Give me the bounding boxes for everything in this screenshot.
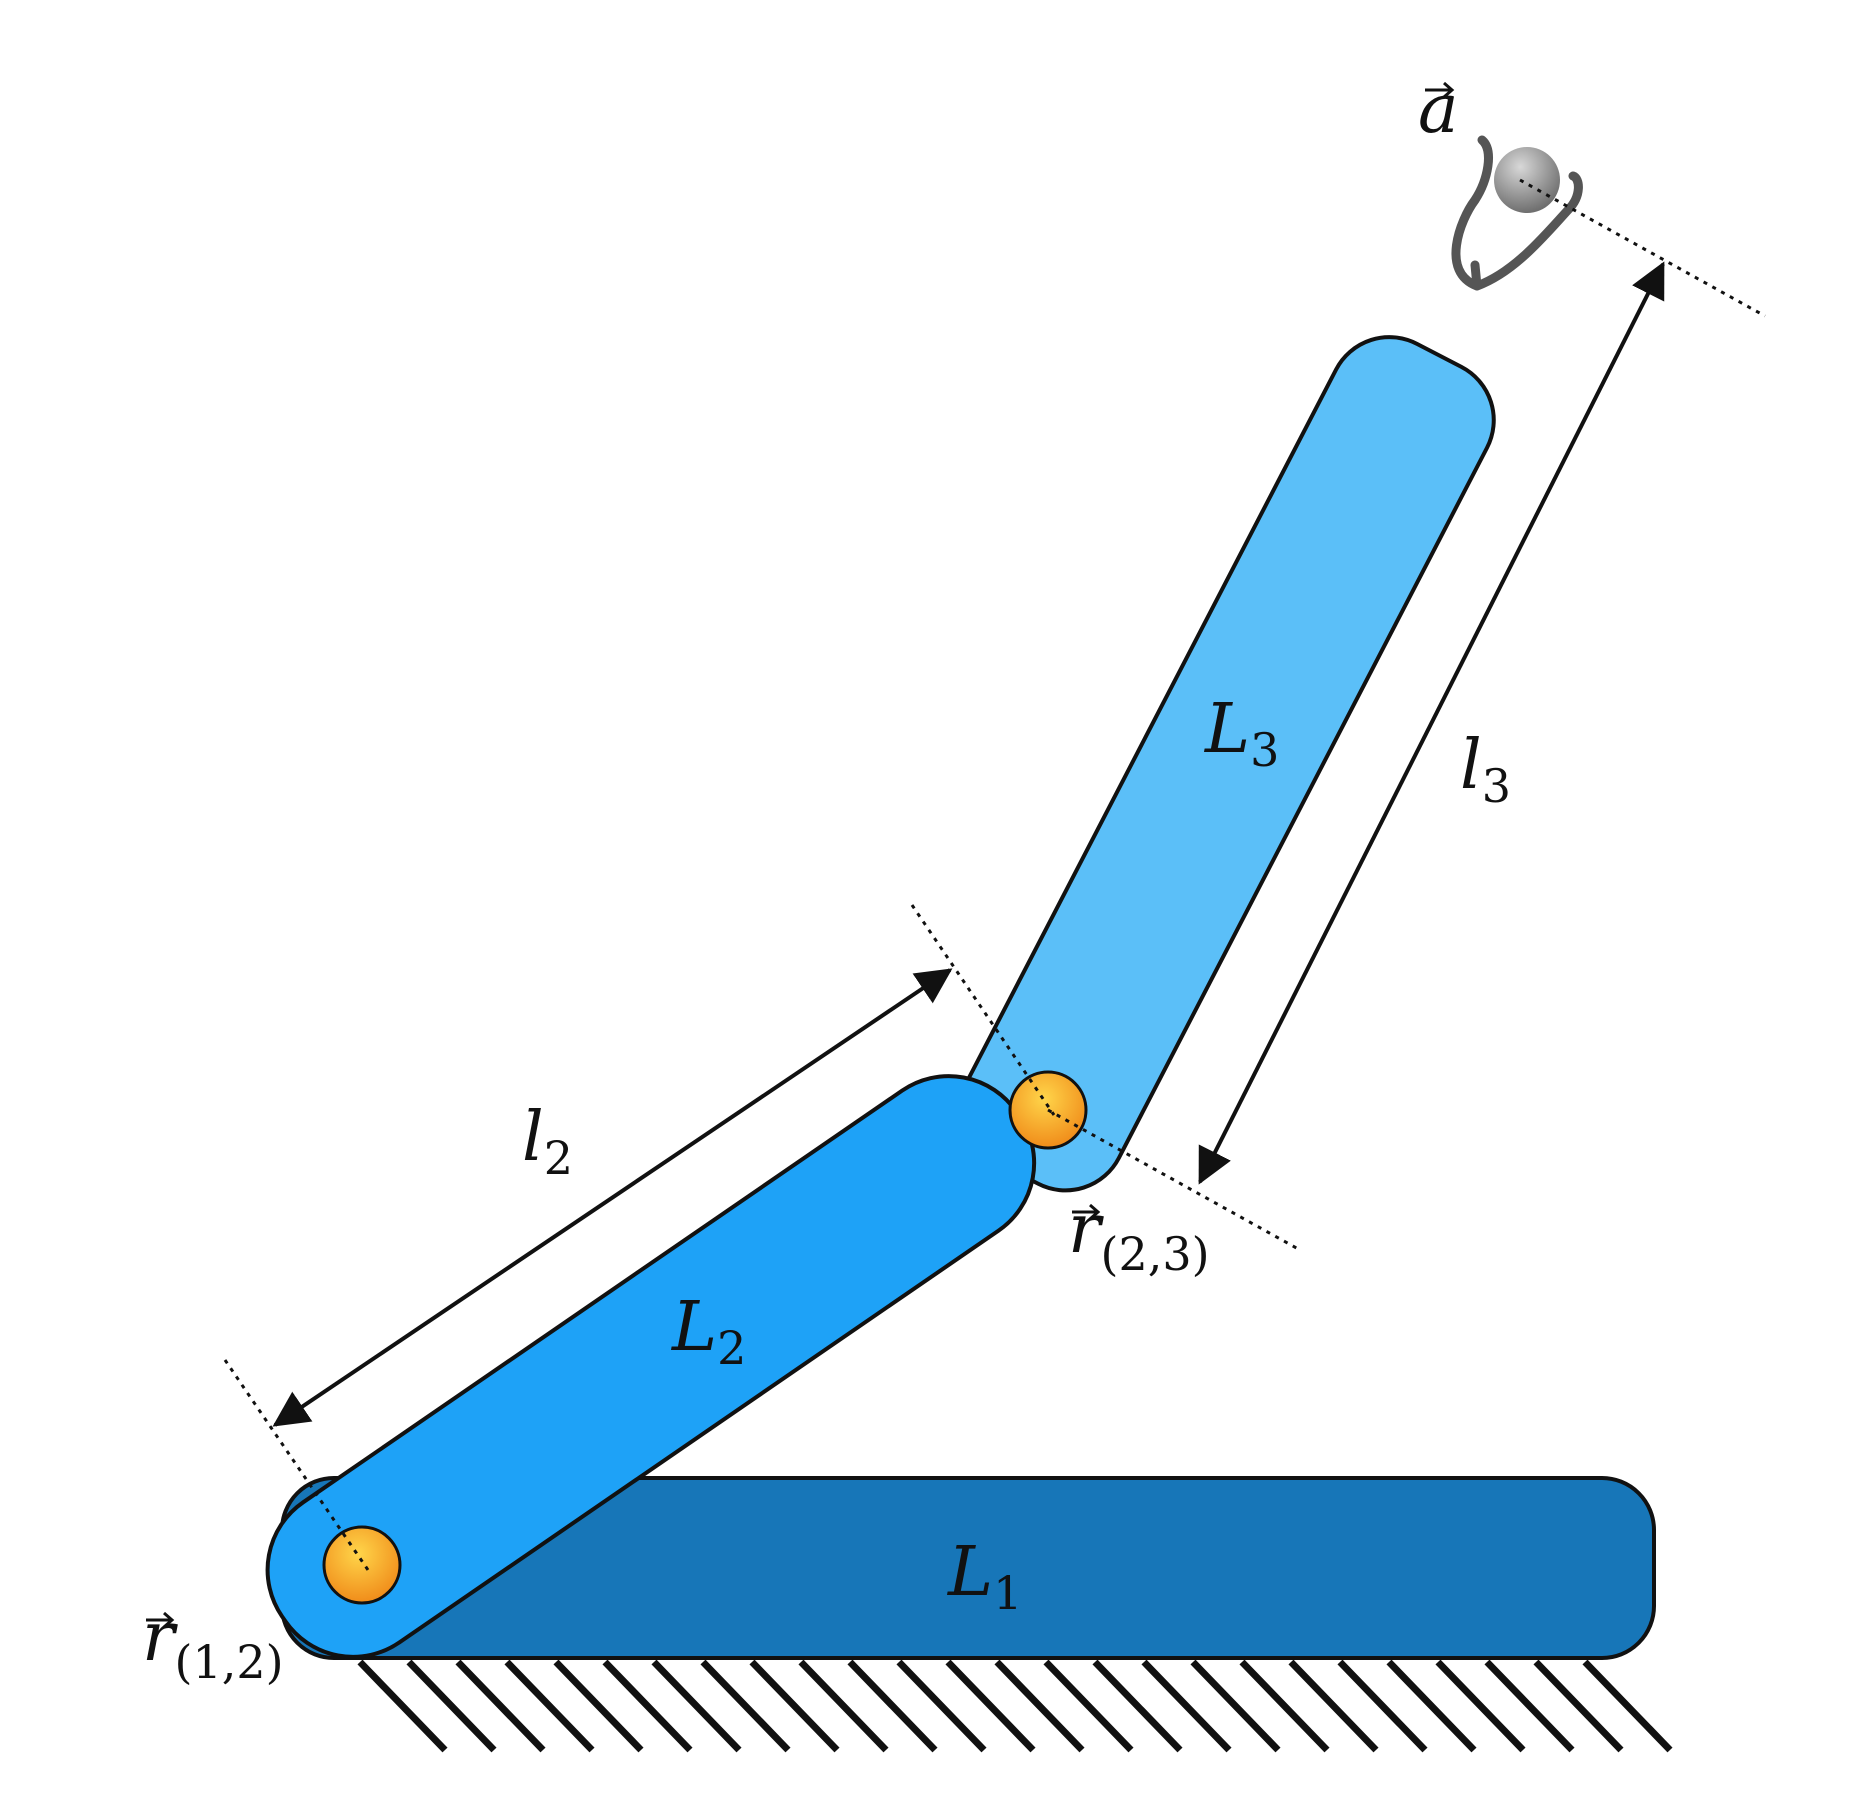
ground-hatch-line [1337,1659,1428,1753]
ground-hatch-line [945,1659,1036,1753]
end-effector-ball [1494,147,1560,213]
ground-hatch-line [1043,1659,1134,1753]
ground-hatch-line [847,1659,938,1753]
ground-hatch-line [1484,1659,1575,1753]
ground-hatch-line [1582,1659,1673,1753]
dotted-line-l3-tip [1519,178,1766,318]
joint-r23-label: r(2,3) [1068,1190,1210,1281]
ground-hatch-line [749,1659,840,1753]
joint-r12-label: r(1,2) [142,1598,284,1689]
vector-arrow-r12 [146,1611,175,1629]
ground-hatch [357,1659,1673,1753]
ground-hatch-line [896,1659,987,1753]
dotted-line-r23 [910,904,1056,1116]
ground-hatch-line [994,1659,1085,1753]
end-effector-label: a [1418,70,1459,149]
ground-hatch-line [602,1659,693,1753]
ground-hatch-line [651,1659,742,1753]
dimension-arrow-l3 [1198,261,1665,1185]
length-l3-label: l3 [1460,726,1511,813]
ground-hatch-line [1386,1659,1477,1753]
ground-hatch-line [1092,1659,1183,1753]
length-l2-label: l2 [522,1098,573,1185]
dotted-line-l3-base [1047,1108,1301,1252]
ground-hatch-line [798,1659,889,1753]
ground-hatch-line [1435,1659,1526,1753]
ground-hatch-line [700,1659,791,1753]
link-l1-label: L1 [946,1533,1022,1620]
ground-hatch-line [504,1659,595,1753]
joint-r12 [322,1525,402,1605]
ground-hatch-line [1141,1659,1232,1753]
link-l2-label: L2 [670,1288,746,1375]
ground-hatch-line [1190,1659,1281,1753]
ground-hatch-line [406,1659,497,1753]
vector-arrow-a [1425,81,1455,99]
ground-hatch-line [357,1659,448,1753]
dimension-arrow-l2 [272,968,953,1427]
dotted-line-r12 [223,1359,370,1571]
vector-arrow-r23 [1072,1203,1101,1221]
ground-hatch-line [1239,1659,1330,1753]
link-l3-label: L3 [1203,690,1279,777]
ground-hatch-line [1288,1659,1379,1753]
ground-hatch-line [1533,1659,1624,1753]
ground-hatch-line [553,1659,644,1753]
ground-hatch-line [455,1659,546,1753]
